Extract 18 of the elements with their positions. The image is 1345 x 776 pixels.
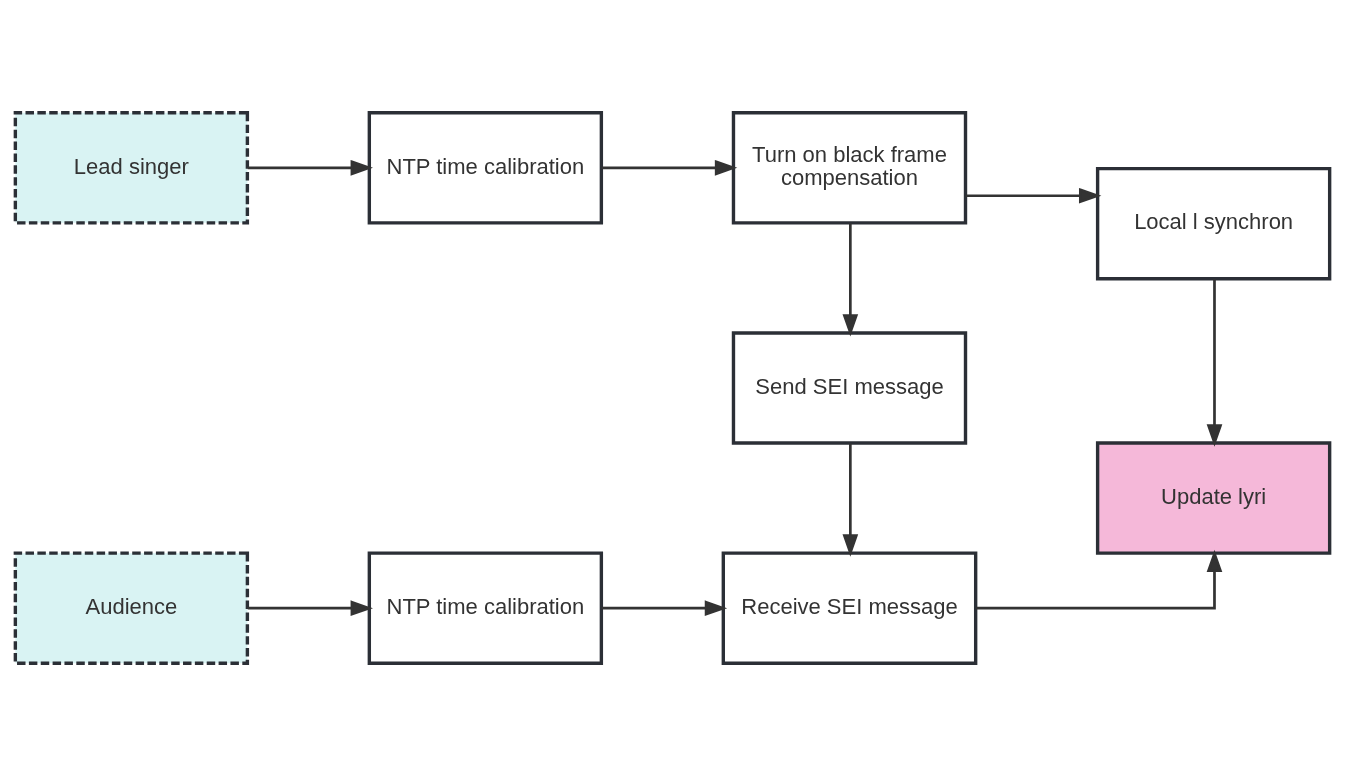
arrow bbox=[842, 443, 859, 557]
arrow bbox=[247, 160, 373, 176]
node-box: Update lyri bbox=[1095, 441, 1332, 555]
node-box: Lead singer bbox=[13, 111, 250, 225]
arrow bbox=[601, 600, 728, 616]
node-box: Audience bbox=[13, 551, 250, 665]
arrow bbox=[247, 600, 373, 616]
arrow bbox=[1206, 279, 1223, 447]
arrow bbox=[601, 159, 738, 176]
arrow bbox=[976, 549, 1223, 610]
node-box: NTP time calibration bbox=[367, 551, 604, 665]
arrow bbox=[842, 223, 859, 337]
node-box: Local l synchron bbox=[1095, 166, 1332, 281]
node-box: Receive SEI message bbox=[721, 551, 978, 665]
node-box: Turn on black frame compensation bbox=[731, 111, 968, 225]
node-box: NTP time calibration bbox=[367, 111, 604, 225]
node-box: Send SEI message bbox=[731, 331, 968, 445]
arrow bbox=[965, 187, 1102, 204]
